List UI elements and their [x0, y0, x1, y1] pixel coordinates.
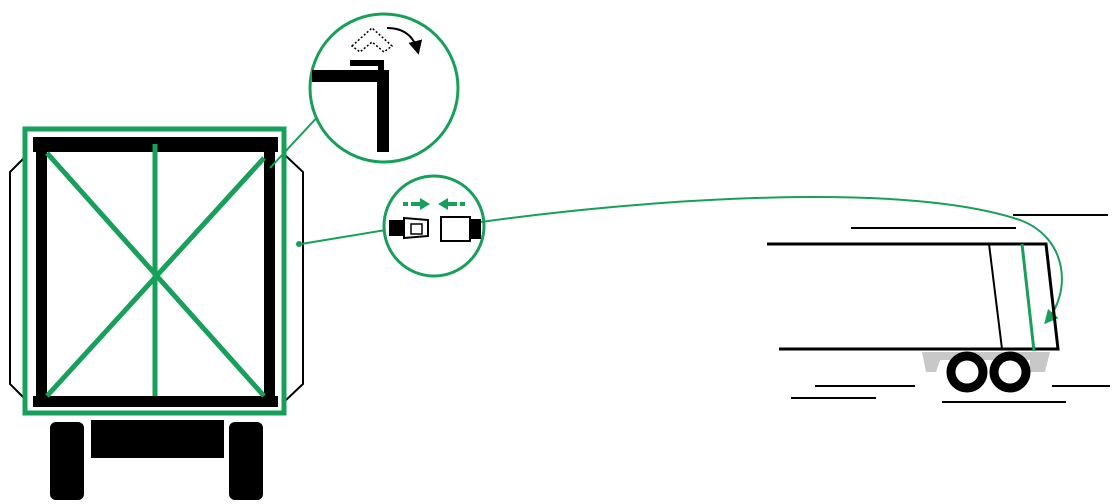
bumper-icon: [91, 420, 224, 458]
rotate-arrow-icon: [386, 27, 423, 55]
corner-callout-leader: [269, 111, 323, 169]
side-view-link-arrow: [480, 196, 1063, 325]
corner-bracket-icon: [350, 60, 384, 80]
trailer-rear-view: [9, 126, 304, 500]
trailer-side-body: [767, 242, 1060, 351]
truck-wheel-icon: [946, 351, 1031, 393]
motion-line-icon: [791, 214, 1110, 403]
connector-callout-leader: [300, 229, 387, 245]
right-wheel-icon: [229, 422, 263, 500]
left-wheel-icon: [50, 422, 84, 500]
push-arrow-icon: [403, 198, 465, 210]
connector-socket-icon: [440, 216, 481, 242]
connection-point: [296, 241, 302, 247]
rear-door-highlight: [1020, 243, 1036, 352]
corner-frame-icon: [312, 70, 389, 152]
connector-detail-callout: [300, 174, 486, 278]
connector-callout-circle: [382, 174, 486, 278]
cross-brace-icon: [45, 144, 266, 398]
highlight-border: [22, 126, 287, 416]
door-frame-right: [264, 140, 275, 406]
trailer-rear-edge: [988, 243, 1003, 350]
connector-plug-icon: [389, 216, 429, 240]
corner-detail-callout: [269, 12, 460, 169]
door-frame-bottom: [33, 396, 278, 407]
trailer-body-outline: [9, 155, 304, 401]
door-frame-left: [36, 140, 47, 406]
trailer-side-view: [767, 214, 1110, 403]
